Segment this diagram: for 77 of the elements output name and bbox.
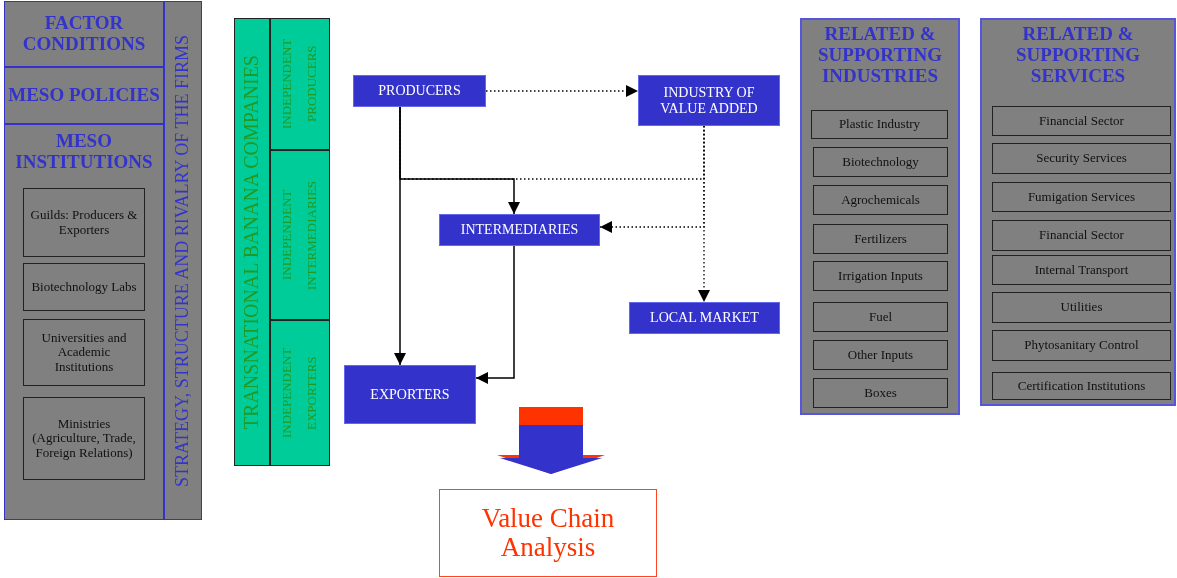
item-box	[992, 292, 1171, 323]
item-label: Ministries (Agriculture, Trade, Foreign Relations)	[31, 417, 137, 460]
item-box	[813, 185, 948, 215]
item-box	[992, 255, 1171, 285]
category-panel	[800, 18, 960, 415]
item-label: Boxes	[863, 386, 898, 400]
item-label: Phytosanitary Control	[1023, 338, 1140, 353]
process-label: PRODUCERS	[377, 83, 462, 99]
company-segment	[270, 320, 330, 466]
connector-arrow	[475, 245, 515, 384]
item-box	[23, 263, 145, 311]
item-label: Plastic Industry	[837, 117, 922, 132]
segment-label: INDEPENDENT EXPORTERS	[278, 346, 320, 441]
item-box	[811, 110, 948, 139]
band-heading: MESO INSTITUTIONS	[14, 131, 154, 173]
item-label: Universities and Academic Institutions	[40, 331, 128, 374]
item-box	[813, 147, 948, 177]
panel-heading: RELATED & SUPPORTING SERVICES	[1015, 24, 1141, 87]
band-heading: FACTOR CONDITIONS	[21, 13, 147, 55]
item-label: Biotechnology Labs	[30, 280, 138, 294]
item-box	[813, 378, 948, 408]
result-box	[439, 489, 657, 577]
item-label: Fumigation Services	[1026, 190, 1137, 204]
item-box	[23, 319, 145, 386]
vertical-band	[164, 1, 202, 520]
item-box	[23, 188, 145, 257]
item-label: Financial Sector	[1038, 114, 1125, 128]
item-box	[992, 182, 1171, 212]
band-heading: TRANSNATIONAL BANANA COMPANIES	[241, 54, 263, 430]
panel-heading: RELATED & SUPPORTING INDUSTRIES	[817, 24, 943, 87]
item-box	[813, 302, 948, 332]
item-box	[813, 224, 948, 254]
item-box	[813, 261, 948, 291]
block-arrow-shape	[497, 407, 605, 474]
connector-arrow	[698, 125, 710, 303]
item-box	[992, 106, 1171, 136]
item-box	[813, 340, 948, 370]
process-label: INTERMEDIARIES	[459, 222, 580, 238]
item-box	[23, 397, 145, 480]
item-label: Certification Institutions	[1016, 379, 1147, 393]
result-label: Value Chain Analysis	[480, 503, 616, 563]
process-box	[629, 302, 780, 334]
company-segment	[270, 18, 330, 150]
process-label: INDUSTRY OF VALUE ADDED	[659, 85, 759, 116]
category-band	[4, 67, 164, 124]
category-band	[4, 124, 164, 520]
connector-arrow	[399, 106, 520, 215]
process-box	[439, 214, 600, 246]
item-label: Financial Sector	[1038, 228, 1125, 243]
process-label: LOCAL MARKET	[649, 310, 760, 326]
process-box	[353, 75, 486, 107]
connector-arrow	[485, 85, 639, 97]
item-label: Other Inputs	[846, 348, 915, 362]
item-box	[992, 143, 1171, 174]
segment-label: INDEPENDENT INTERMEDIARIES	[278, 179, 320, 292]
item-label: Agrochemicals	[840, 193, 921, 207]
process-label: EXPORTERS	[369, 386, 451, 403]
item-label: Biotechnology	[841, 155, 920, 169]
item-box	[992, 330, 1171, 361]
item-label: Fuel	[867, 310, 894, 324]
segment-label: INDEPENDENT PRODUCERS	[278, 37, 320, 132]
item-label: Utilities	[1059, 300, 1104, 315]
process-box	[344, 365, 476, 424]
company-segment	[270, 150, 330, 320]
item-label: Internal Transport	[1033, 263, 1130, 277]
item-box	[992, 372, 1171, 400]
band-heading: MESO POLICIES	[8, 85, 160, 106]
process-box	[638, 75, 780, 126]
item-label: Irrigation Inputs	[837, 269, 924, 283]
item-label: Guilds: Producers & Exporters	[29, 208, 139, 237]
company-band	[234, 18, 270, 466]
band-heading: STRATEGY, STRUCTURE AND RIVALRY OF THE FIRMS	[173, 34, 193, 487]
item-label: Security Services	[1035, 151, 1128, 166]
item-label: Fertilizers	[853, 232, 908, 246]
category-band	[4, 1, 164, 67]
category-panel	[980, 18, 1176, 406]
item-box	[992, 220, 1171, 251]
